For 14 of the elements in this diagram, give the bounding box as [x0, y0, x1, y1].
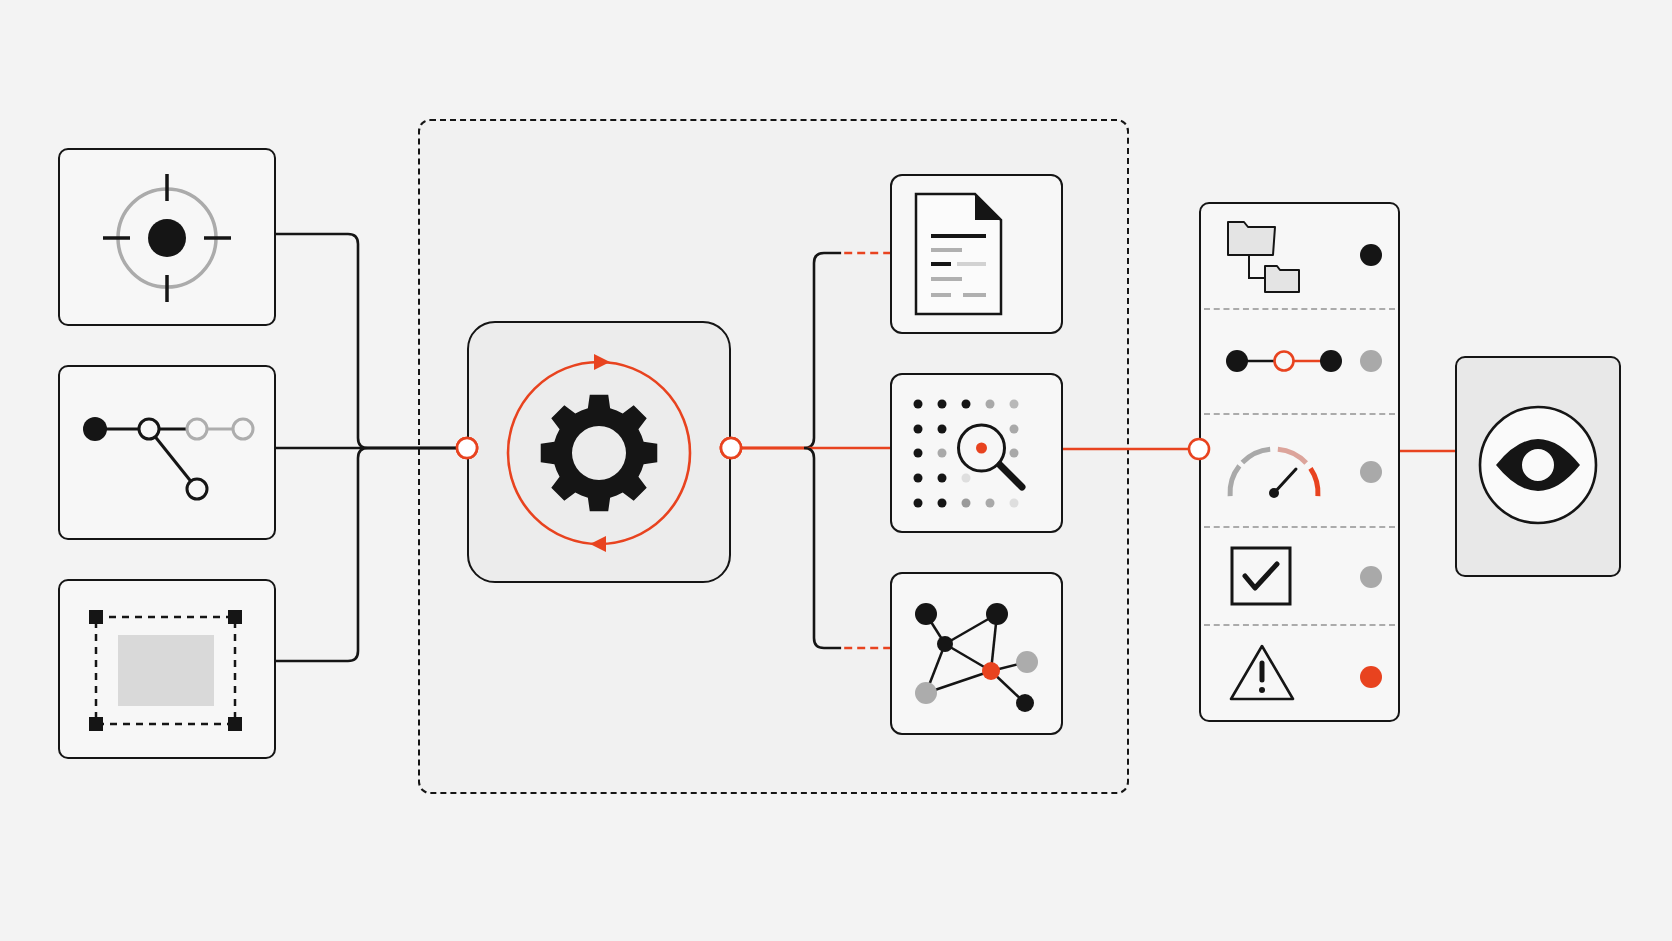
- connector-line: [719, 436, 890, 650]
- dashed-group-region: [418, 119, 1129, 794]
- icon-card: [889, 372, 1063, 533]
- eye-card: [1455, 356, 1621, 577]
- connector-line: [1400, 449, 1455, 453]
- icon-card: [58, 148, 276, 326]
- icon-card: [889, 571, 1063, 735]
- icon-card: [58, 365, 276, 540]
- connector-line: [276, 436, 479, 663]
- connector-line: [1063, 437, 1211, 461]
- process-card: [466, 320, 731, 583]
- checklist-panel: [1199, 202, 1400, 722]
- icon-card: [889, 173, 1063, 334]
- icon-card: [58, 579, 276, 759]
